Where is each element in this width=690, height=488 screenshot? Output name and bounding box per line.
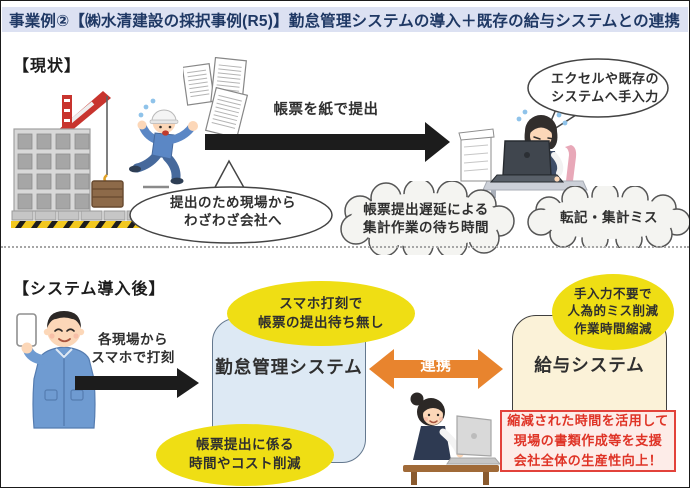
after-state-heading: 【システム導入後】	[13, 281, 166, 298]
attendance-system-label: 勤怠管理システム	[215, 357, 363, 378]
title-bar: 事業例②【㈱水清建設の採択事例(R5)】勤怠管理システムの導入＋既存の給与システ…	[2, 7, 688, 32]
paper-forms-icon	[183, 57, 255, 139]
paper-submission-arrow	[205, 121, 451, 163]
smartphone-worker-icon	[9, 300, 107, 430]
construction-site-icon	[9, 85, 147, 229]
smartphone-arrow-label: 各現場から スマホで打刻	[91, 331, 175, 365]
smartphone-clock-arrow	[75, 367, 199, 399]
benefit-no-wait-ellipse: スマホ打刻で 帳票の提出待ち無し	[227, 281, 415, 346]
section-divider	[1, 246, 689, 248]
running-worker-illustration	[129, 98, 198, 189]
travel-speech-text: 提出のため現場から わざわざ会社へ	[170, 194, 296, 228]
payroll-system-label: 給与システム	[534, 355, 645, 376]
running-worker-icon	[127, 95, 207, 195]
paper-submission-arrow-label: 帳票を紙で提出	[273, 102, 379, 119]
mistake-cloud	[527, 186, 689, 248]
office-worker-icon	[397, 390, 503, 486]
cloud-shape	[340, 181, 515, 255]
speech-bubble-shape	[129, 159, 333, 244]
right-arrow-icon	[205, 122, 450, 162]
cloud-shape	[527, 186, 689, 248]
result-note-box: 縮減された時間を活用して 現場の書類作成等を支援 会社全体の生産性向上！	[500, 410, 676, 472]
waiting-time-cloud	[334, 181, 516, 255]
benefit-no-error-ellipse: 手入力不要で 人為的ミス削減 作業時間縮減	[552, 274, 674, 350]
manual-input-speech-text: エクセルや既存の システムへ手入力	[550, 71, 659, 104]
office-worker-illustration	[403, 392, 502, 485]
smartphone-worker-illustration	[16, 311, 96, 429]
link-arrow-label: 連携	[420, 356, 452, 374]
current-state-heading: 【現状】	[13, 58, 82, 75]
stressed-worker-icon	[453, 107, 595, 199]
link-arrow	[369, 346, 503, 392]
travel-speech-bubble	[127, 159, 337, 245]
construction-site-illustration	[11, 91, 145, 228]
right-arrow-icon	[75, 368, 199, 398]
paper-forms-illustration	[183, 57, 249, 139]
double-arrow-icon	[369, 349, 503, 389]
stressed-worker-illustration	[458, 109, 588, 198]
benefit-cost-ellipse: 帳票提出に係る 時間やコスト削減	[156, 424, 334, 486]
waiting-time-cloud-text: 帳票提出遅延による 集計作業の待ち時間	[363, 201, 489, 235]
mistake-cloud-text: 転記・集計ミス	[560, 209, 658, 225]
page-title: 事業例②【㈱水清建設の採択事例(R5)】勤怠管理システムの導入＋既存の給与システ…	[9, 12, 681, 30]
